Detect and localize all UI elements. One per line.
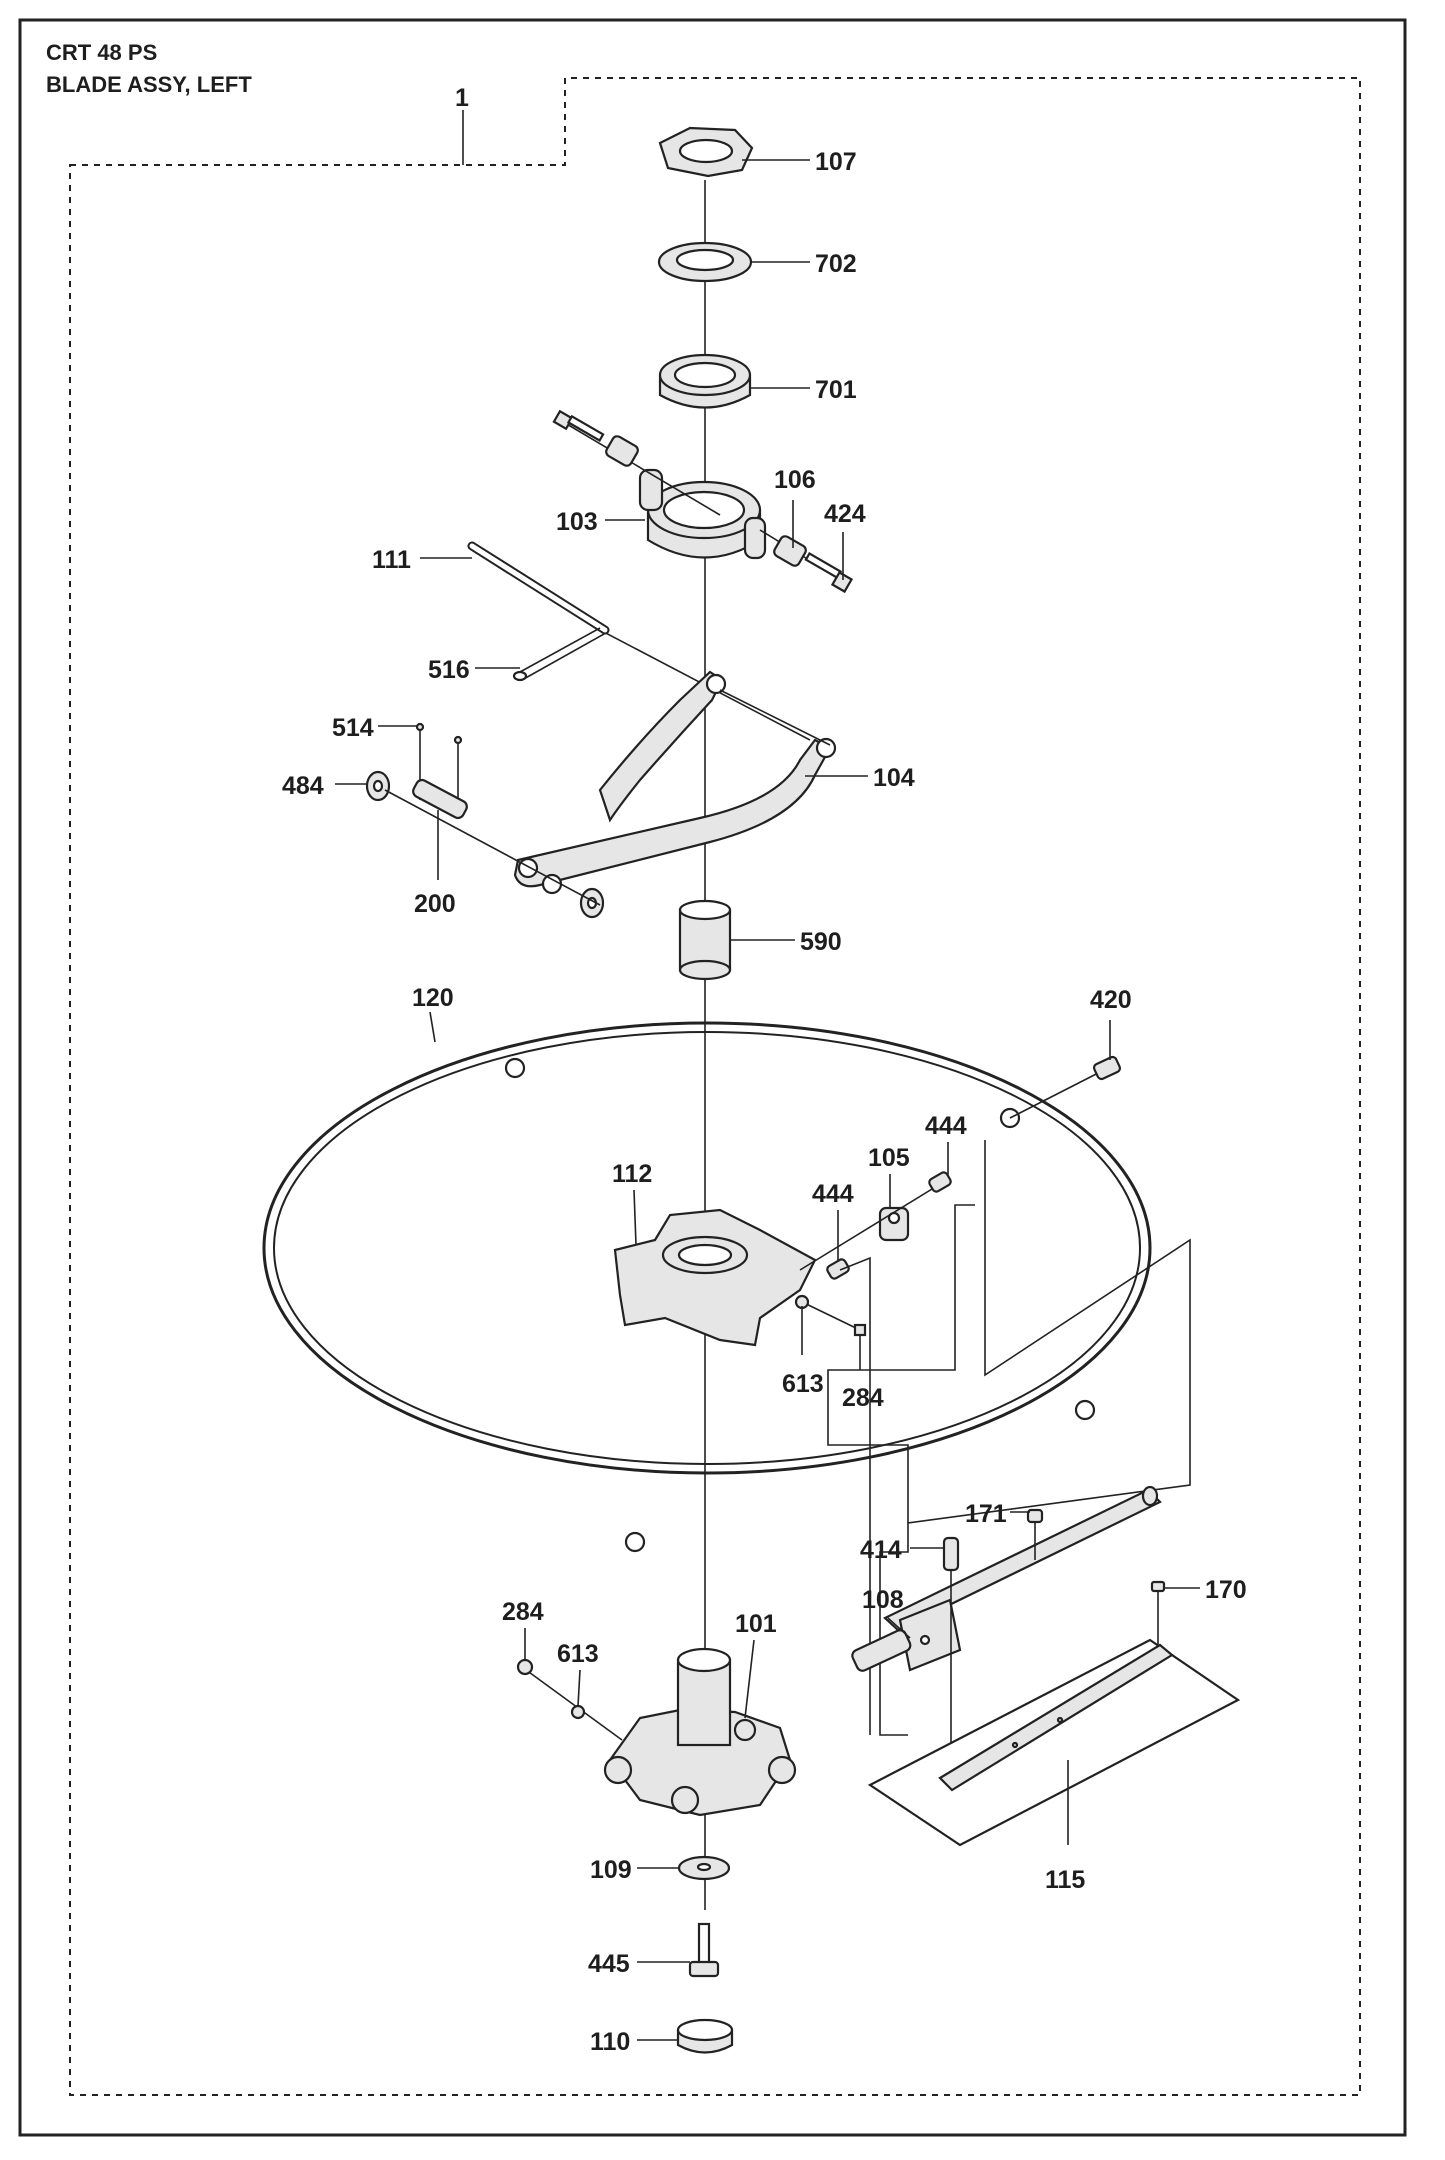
guide-line-right [879, 1140, 1191, 1736]
callout-424: 424 [824, 500, 866, 528]
callout-444-lower: 444 [812, 1180, 854, 1208]
callout-701: 701 [815, 376, 857, 404]
callout-109: 109 [590, 1856, 632, 1884]
callout-120: 120 [412, 984, 454, 1012]
guide-line-short [839, 1256, 871, 1735]
callout-420: 420 [1090, 986, 1132, 1014]
fitting-613-upper [794, 1294, 867, 1337]
callout-103: 103 [556, 508, 598, 536]
pin-111 [467, 541, 811, 741]
bolt-445 [688, 1922, 720, 1978]
model-title: CRT 48 PS [46, 40, 158, 65]
bolt-424-left [552, 409, 721, 516]
callout-444-upper: 444 [925, 1112, 967, 1140]
hub-101 [603, 1647, 797, 1817]
bushing-590 [678, 899, 732, 981]
housing-103 [638, 468, 767, 560]
callout-115: 115 [1045, 1866, 1085, 1894]
washer-702 [657, 241, 753, 283]
callout-107: 107 [815, 148, 857, 176]
callout-284-lower: 284 [502, 1598, 544, 1626]
screw-444 [799, 1171, 952, 1280]
callout-514: 514 [332, 714, 374, 742]
hub-plate-112 [613, 1208, 817, 1347]
callout-112: 112 [612, 1160, 652, 1188]
callout-484: 484 [282, 772, 324, 800]
ring-120 [262, 1021, 1152, 1553]
shaft-108 [851, 1485, 1162, 1672]
fitting-613-lower [516, 1658, 623, 1741]
callout-200: 200 [414, 890, 456, 918]
fork-arm-104 [513, 670, 837, 895]
grease-fitting-171 [1026, 1508, 1044, 1560]
callout-110: 110 [590, 2028, 630, 2056]
page-frame [18, 18, 1407, 2137]
leader-lines [335, 159, 1200, 2041]
guide-line-left [827, 1204, 975, 1523]
bolt-420 [1009, 1055, 1122, 1119]
callout-171: 171 [965, 1500, 1007, 1528]
pin-200 [384, 778, 601, 906]
cap-110 [676, 2018, 734, 2054]
callout-445: 445 [588, 1950, 630, 1978]
callout-111: 111 [372, 546, 411, 574]
callout-284-upper: 284 [842, 1384, 884, 1412]
callout-613-lower: 613 [557, 1640, 599, 1668]
callout-108: 108 [862, 1586, 904, 1614]
callout-590: 590 [800, 928, 842, 956]
bolt-424 [804, 552, 854, 594]
callout-104: 104 [873, 764, 915, 792]
callout-106: 106 [774, 466, 816, 494]
bearing-701 [658, 353, 752, 409]
hex-nut-107 [658, 126, 754, 178]
bolt-414 [942, 1536, 960, 1760]
assembly-title: BLADE ASSY, LEFT [46, 72, 252, 97]
callout-101: 101 [735, 1610, 777, 1638]
callout-613-upper: 613 [782, 1370, 824, 1398]
callout-702: 702 [815, 250, 857, 278]
callout-105: 105 [868, 1144, 910, 1172]
assembly-boundary [69, 77, 1361, 2096]
washer-109 [677, 1855, 731, 1881]
callout-170: 170 [1205, 1576, 1247, 1604]
washer-484 [365, 770, 605, 919]
blade-115 [867, 1638, 1241, 1847]
callout-516: 516 [428, 656, 470, 684]
cotter-pin-516 [512, 627, 605, 682]
screw-170 [1150, 1580, 1166, 1645]
group-number: 1 [455, 84, 469, 112]
callout-414: 414 [860, 1536, 902, 1564]
